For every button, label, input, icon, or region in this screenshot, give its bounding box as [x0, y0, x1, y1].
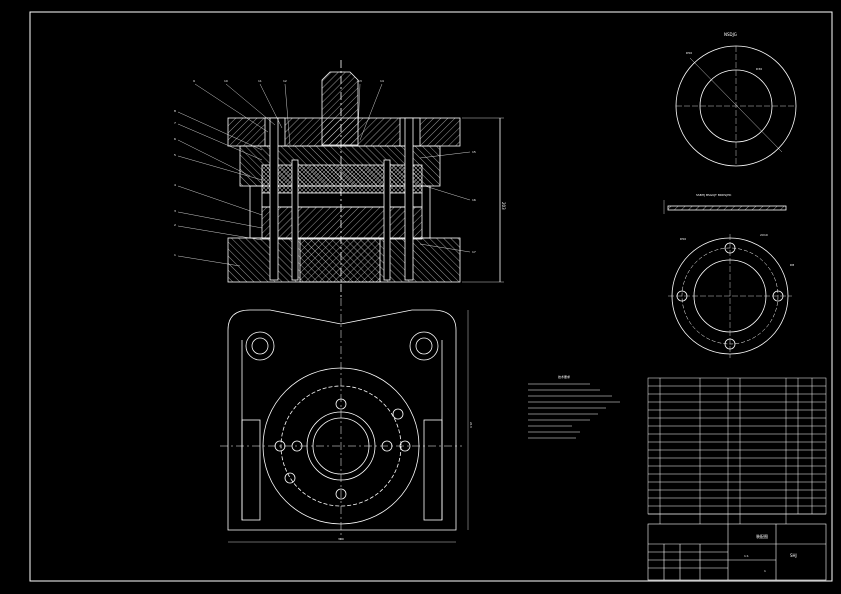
callout-3: 3	[174, 209, 176, 213]
tech-notes-lines	[528, 383, 620, 439]
callout-8: 8	[174, 109, 176, 113]
depth-dimension: 213	[469, 422, 473, 428]
left-callouts: 8 7 6 5 4 3 2 1	[174, 109, 176, 257]
callout-9: 9	[193, 79, 195, 83]
ring-detail	[675, 45, 797, 167]
title-block	[647, 523, 827, 581]
scale: 1:1	[744, 554, 749, 558]
ring-callout-inner: D30	[756, 67, 762, 71]
flange-detail	[668, 234, 792, 358]
callout-6: 6	[174, 137, 176, 141]
callout-13: 13	[358, 79, 362, 83]
callout-10: 10	[224, 79, 228, 83]
sheet-number: 1	[764, 569, 766, 573]
top-callouts: 9 10 11 12 13 14	[193, 79, 384, 83]
callout-15: 15	[472, 150, 476, 154]
callout-4: 4	[174, 183, 176, 187]
callout-2: 2	[174, 223, 176, 227]
front-section-view	[227, 60, 504, 300]
detail-view-title: NSDJG	[724, 32, 737, 37]
callout-14: 14	[380, 79, 384, 83]
parts-list	[647, 377, 827, 524]
callout-16: 16	[472, 198, 476, 202]
drawing-code: SHJ	[790, 553, 797, 558]
part-name: 装配图	[756, 533, 768, 539]
section-label: SSBHJ BSGKJT BRDSJHK	[696, 193, 732, 197]
width-dimension: 300	[338, 537, 344, 541]
right-callouts: 15 16 17	[472, 150, 476, 254]
drawing-frame	[29, 11, 833, 582]
thin-plate-section	[663, 200, 787, 214]
height-dimension: 203	[501, 202, 506, 210]
callout-7: 7	[174, 121, 176, 125]
plan-view	[220, 298, 469, 543]
callout-5: 5	[174, 153, 176, 157]
callout-12: 12	[283, 79, 287, 83]
flange-callout-2: 2X10	[760, 233, 768, 237]
flange-callout-1: D50	[680, 237, 686, 241]
callout-17: 17	[472, 250, 476, 254]
callout-11: 11	[258, 79, 262, 83]
callout-1: 1	[174, 253, 176, 257]
flange-callout-3: D8	[790, 263, 794, 267]
tech-notes-title: 技术要求	[558, 374, 570, 379]
leader-lines	[177, 83, 471, 267]
ring-callout-outer: D50	[686, 51, 692, 55]
